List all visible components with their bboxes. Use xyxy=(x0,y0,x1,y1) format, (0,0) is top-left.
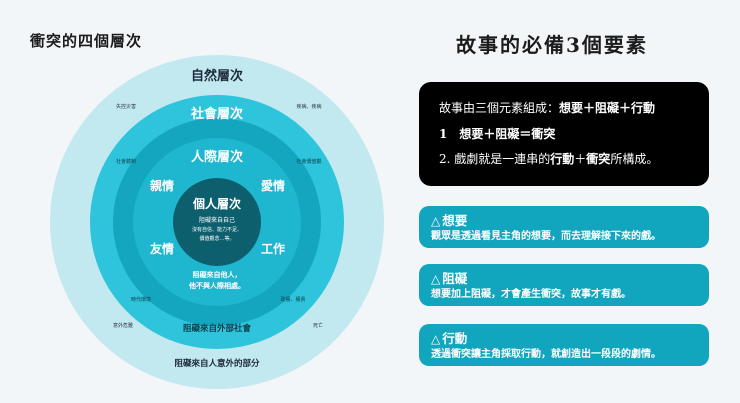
summary-line-2: 1 想要＋阻礙＝衝突 xyxy=(439,127,556,141)
summary-line-1: 故事由三個元素組成：想要＋阻礙＋行動 xyxy=(439,99,655,116)
left-title: 衝突的四個層次 xyxy=(30,32,143,50)
interpersonal-bottom-line-2: 他不與人際相處。 xyxy=(188,281,245,290)
card-action-title: △行動 xyxy=(431,328,467,347)
conflict-levels-diagram: 自然層次 失控災害 疾病、疾病 意外危難 死亡 阻礙來自人意外的部分 社會層次 … xyxy=(50,55,384,389)
right-title: 故事的必備3個要素 xyxy=(456,33,648,57)
card-obstacle: △阻礙 想要加上阻礙，才會產生衝突，故事才有戲。 xyxy=(419,264,709,306)
card-want-title: △想要 xyxy=(431,210,467,229)
nature-tag-4: 死亡 xyxy=(313,322,323,329)
summary-line-1-bold: 想要＋阻礙＋行動 xyxy=(559,101,656,115)
personal-label: 個人層次 xyxy=(192,196,241,211)
interpersonal-bottom-line-1: 阻礙來自他人， xyxy=(193,270,242,279)
nature-tag-1: 失控災害 xyxy=(116,103,136,110)
quadrant-work: 工作 xyxy=(261,241,285,256)
quadrant-love: 愛情 xyxy=(261,178,285,193)
nature-label: 自然層次 xyxy=(191,68,243,84)
nature-tag-3: 意外危難 xyxy=(113,322,133,329)
card-obstacle-body: 想要加上阻礙，才會產生衝突，故事才有戲。 xyxy=(431,289,631,300)
card-want: △想要 觀眾是透過看見主角的想要，而去理解接下來的戲。 xyxy=(419,206,709,248)
summary-line-3-mid: ＋ xyxy=(574,152,587,166)
card-want-heading: 想要 xyxy=(442,213,468,228)
card-action-body: 透過衝突讓主角採取行動，就創造出一段段的劇情。 xyxy=(431,349,661,360)
card-obstacle-heading: 阻礙 xyxy=(442,271,468,286)
nature-tag-2: 疾病、疾病 xyxy=(296,103,321,110)
triangle-icon: △ xyxy=(431,272,441,286)
personal-line-2: 沒有自信、能力不足、 xyxy=(192,226,242,233)
triangle-icon: △ xyxy=(431,214,441,228)
summary-line-3-bold-1: 行動 xyxy=(550,152,575,166)
summary-line-3-prefix: 2. 戲劇就是一連串的 xyxy=(439,152,551,166)
quadrant-friendship: 友情 xyxy=(149,241,174,256)
quadrant-family: 親情 xyxy=(150,178,174,193)
summary-box: 故事由三個元素組成：想要＋阻礙＋行動 1 想要＋阻礙＝衝突 2. 戲劇就是一連串… xyxy=(419,82,709,186)
triangle-icon: △ xyxy=(431,332,441,346)
society-tag-4: 政權、權貴 xyxy=(280,296,305,303)
personal-line-1: 阻礙來自自己 xyxy=(199,216,235,224)
personal-core xyxy=(173,178,261,266)
card-obstacle-title: △阻礙 xyxy=(431,268,467,287)
interpersonal-label: 人際層次 xyxy=(191,149,243,165)
society-tag-3: 時代環境 xyxy=(131,296,151,303)
card-action-heading: 行動 xyxy=(442,331,468,346)
personal-line-3: 價值觀念…等。 xyxy=(199,235,234,242)
summary-line-3: 2. 戲劇就是一連串的行動＋衝突所構成。 xyxy=(439,150,658,167)
society-label: 社會層次 xyxy=(190,106,243,122)
society-tag-1: 社會體制 xyxy=(116,158,136,165)
society-bottom-label: 阻礙來自外部社會 xyxy=(183,323,252,334)
card-want-body: 觀眾是透過看見主角的想要，而去理解接下來的戲。 xyxy=(431,231,661,242)
nature-bottom-label: 阻礙來自人意外的部分 xyxy=(174,358,260,369)
summary-line-3-suffix: 所構成。 xyxy=(610,152,659,166)
card-action: △行動 透過衝突讓主角採取行動，就創造出一段段的劇情。 xyxy=(419,324,709,366)
summary-line-3-bold-2: 衝突 xyxy=(586,152,611,166)
society-tag-2: 社會價值觀 xyxy=(296,158,321,165)
summary-line-1-prefix: 故事由三個元素組成： xyxy=(439,101,560,115)
